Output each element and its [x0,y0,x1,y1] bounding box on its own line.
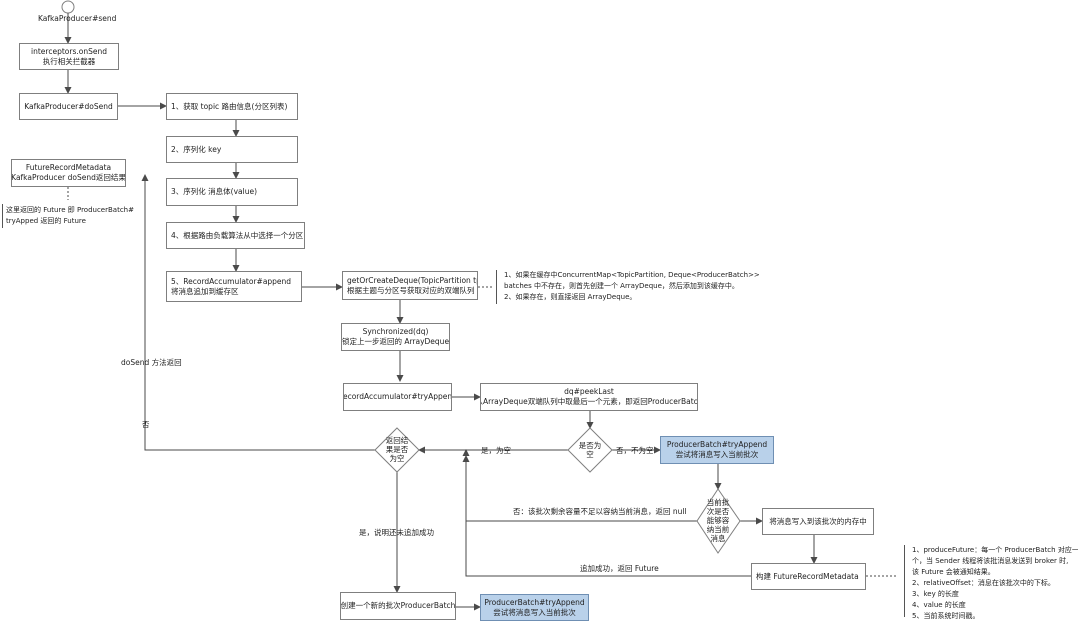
box-line: 1、获取 topic 路由信息(分区列表) [171,101,288,111]
box-line: KafkaProducer doSend返回结果 [11,173,126,182]
step2-box: 2、序列化 key [166,136,298,163]
diamond-line: 果是否 [385,445,409,454]
box-line: RecordAccumulator#tryAppend [343,392,452,401]
label-dosend-return: doSend 方法返回 [121,358,182,367]
note-line: tryApped 返回的 Future [6,217,86,225]
box-line: 2、序列化 key [171,144,222,154]
box-line: 尝试将消息写入当前批次 [675,450,759,459]
label-no-not-null: 否，不为空 [616,446,654,455]
step5-box: 5、RecordAccumulator#append 将消息追加到缓存区 [166,271,302,302]
box-line: 从ArrayDeque双端队列中取最后一个元素，即返回ProducerBatch [480,397,698,406]
box-line: 创建一个新的批次ProducerBatch [340,601,456,610]
diamond-line: 返回结 [385,436,409,445]
diamond-line: 能够容 [706,516,730,525]
box-line: 锁定上一步返回的 ArrayDeque [341,337,450,346]
note-bracket [904,545,905,617]
step1-box: 1、获取 topic 路由信息(分区列表) [166,93,298,120]
note-line: 4、value 的长度 [912,601,966,609]
synchronized-box: Synchronized(dq) 锁定上一步返回的 ArrayDeque [341,323,450,351]
get-or-create-deque-box: getOrCreateDeque(TopicPartition tp) 根据主题… [342,271,478,300]
box-line: 3、序列化 消息体(value) [171,187,257,196]
box-line: 5、RecordAccumulator#append [171,276,292,286]
box-line: dq#peekLast [564,387,614,396]
diamond-is-null-text: 是否为 空 [572,441,608,459]
interceptors-box: interceptors.onSend 执行相关拦截器 [19,43,119,70]
label-yes-null: 是，为空 [481,446,511,455]
diamond-line: 消息 [710,534,726,543]
box-line: ProducerBatch#tryAppend [484,597,585,607]
box-line: 将消息写入到该批次的内存中 [769,516,867,526]
dosend-box: KafkaProducer#doSend [19,93,118,120]
note-line: 2、relativeOffset：消息在该批次中的下标。 [912,579,1055,587]
arrow-result-no-return [141,174,375,451]
note-line: 2、如果存在，则直接返回 ArrayDeque。 [504,293,637,301]
note-line: 1、如果在缓存中ConcurrentMap<TopicPartition, De… [504,271,760,279]
note-line: 5、当前系统时间戳。 [912,612,980,620]
note-bracket [2,204,3,228]
box-line: 根据主题与分区号获取对应的双端队列 [347,285,475,295]
diamond-line: 当前批 [706,498,730,507]
deque-note: 1、如果在缓存中ConcurrentMap<TopicPartition, De… [504,270,760,303]
note-line: 1、produceFuture：每一个 ProducerBatch 对应一 [912,546,1078,554]
write-memory-box: 将消息写入到该批次的内存中 [762,508,874,535]
box-line: KafkaProducer#doSend [24,101,113,111]
label-yes-not-success: 是，说明还未追加成功 [359,528,434,537]
arrow-build-to-result [462,455,751,577]
step4-box: 4、根据路由负载算法从中选择一个分区 [166,222,305,249]
peek-last-box: dq#peekLast 从ArrayDeque双端队列中取最后一个元素，即返回P… [480,383,698,411]
box-line: 构建 FutureRecordMetadata [756,571,859,581]
diamond-capacity-text: 当前批 次是否 能够容 纳当前 消息 [700,498,736,543]
box-line: Synchronized(dq) [362,327,429,336]
diamond-line: 纳当前 [706,525,730,534]
note-line: 该 Future 会被通知结果。 [912,568,995,576]
future-fields-note: 1、produceFuture：每一个 ProducerBatch 对应一 个，… [912,545,1078,622]
diamond-line: 空 [586,450,594,459]
diamond-result-null-text: 返回结 果是否 为空 [379,436,415,463]
note-line: 个，当 Sender 线程将该批消息发送到 broker 时, [912,557,1069,565]
box-line: ProducerBatch#tryAppend [666,440,768,449]
build-future-box: 构建 FutureRecordMetadata [751,563,866,590]
step3-box: 3、序列化 消息体(value) [166,178,298,206]
diamond-is-null [567,427,613,473]
note-line: 这里返回的 Future 即 ProducerBatch# [6,206,134,214]
create-batch-box: 创建一个新的批次ProducerBatch [340,592,456,620]
note-line: batches 中不存在，则首先创建一个 ArrayDeque，然后添加到该缓存… [504,282,739,290]
box-line: 4、根据路由负载算法从中选择一个分区 [171,230,304,240]
record-try-append-box: RecordAccumulator#tryAppend [343,383,452,411]
box-line: 尝试将消息写入当前批次 [493,607,576,617]
batch-try-append-box-bottom: ProducerBatch#tryAppend 尝试将消息写入当前批次 [480,594,589,621]
batch-try-append-box-top: ProducerBatch#tryAppend 尝试将消息写入当前批次 [660,436,774,464]
future-result-box: FutureRecordMetadata KafkaProducer doSen… [11,159,126,187]
box-line: getOrCreateDeque(TopicPartition tp) [347,275,478,285]
box-line: 执行相关拦截器 [42,56,96,66]
diamond-line: 次是否 [706,507,730,516]
diamond-line: 为空 [389,454,405,463]
label-no-capacity: 否：该批次剩余容量不足以容纳当前消息，返回 null [513,507,687,516]
label-append-success: 追加成功，返回 Future [580,564,659,573]
note-bracket [496,270,497,304]
future-note: 这里返回的 Future 即 ProducerBatch# tryApped 返… [6,205,134,227]
label-no: 否 [142,420,150,429]
box-line: 将消息追加到缓存区 [171,286,239,296]
diamond-line: 是否为 [578,441,602,450]
diamond-capacity [696,488,741,554]
note-line: 3、key 的长度 [912,590,959,598]
box-line: FutureRecordMetadata [25,163,112,172]
box-line: interceptors.onSend [31,46,107,56]
start-node [61,0,75,14]
diamond-result-null [374,427,420,473]
start-label: KafkaProducer#send [38,14,117,23]
